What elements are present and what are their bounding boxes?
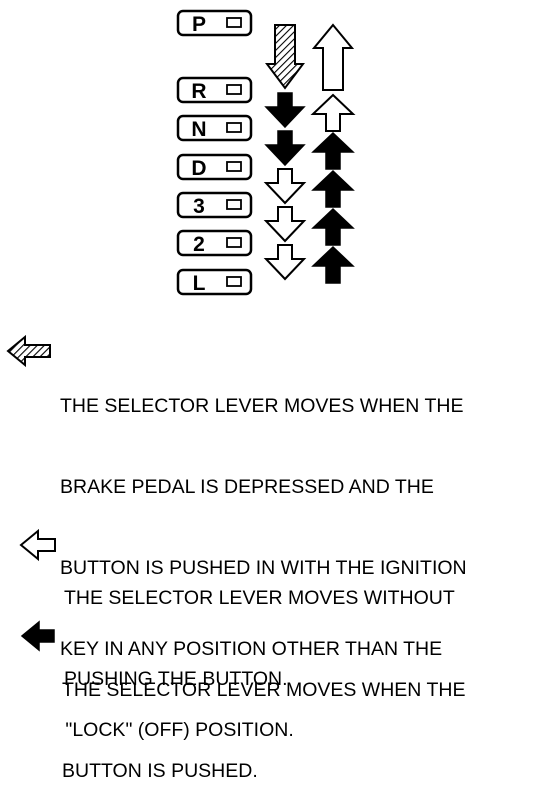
gear-d-box: D (176, 153, 253, 181)
outline-up-arrow-icon (311, 23, 355, 91)
solid-down-arrow-icon (264, 92, 306, 129)
legend-line: BUTTON IS PUSHED IN WITH THE IGNITION (60, 557, 467, 579)
shift-pattern-diagram: P R N D 3 2 L (6, 9, 356, 652)
outline-down-arrow-icon (263, 244, 307, 281)
gear-r-box: R (176, 76, 253, 104)
solid-down-arrow-icon (264, 130, 306, 167)
solid-up-arrow-icon (311, 245, 355, 284)
legend-line: PUSHING THE BUTTON. (64, 668, 288, 690)
legend-line: THE SELECTOR LEVER MOVES WITHOUT (64, 587, 455, 609)
legend-line: THE SELECTOR LEVER MOVES WHEN THE (60, 395, 464, 417)
gear-3-label: 3 (193, 195, 205, 218)
gear-2-label: 2 (193, 233, 205, 256)
legend-line: BRAKE PEDAL IS DEPRESSED AND THE (60, 476, 434, 498)
gear-3-box: 3 (176, 191, 253, 219)
outline-up-arrow-icon (310, 93, 356, 132)
gear-n-box: N (176, 114, 253, 142)
solid-arrow-icon (20, 620, 55, 652)
solid-up-arrow-icon (311, 169, 355, 208)
gear-l-label: L (193, 272, 206, 295)
hatched-arrow-icon (6, 334, 51, 368)
gear-l-box: L (176, 268, 253, 296)
gear-r-label: R (191, 80, 206, 103)
gear-p-label: P (192, 13, 206, 36)
outline-down-arrow-icon (263, 168, 307, 205)
legend-solid-text: THE SELECTOR LEVER MOVES WHEN THE BUTTON… (62, 623, 465, 812)
legend-line: BUTTON IS PUSHED. (62, 760, 258, 782)
gear-2-box: 2 (176, 229, 253, 257)
outline-down-arrow-icon (263, 206, 307, 243)
gear-n-label: N (191, 118, 206, 141)
legend-outline-text: THE SELECTOR LEVER MOVES WITHOUT PUSHING… (64, 531, 455, 720)
solid-up-arrow-icon (311, 131, 355, 170)
hatched-down-arrow-icon (265, 24, 305, 90)
gear-p-box: P (176, 9, 253, 37)
gear-d-label: D (191, 157, 206, 180)
outline-arrow-icon (19, 528, 56, 562)
legend-line: KEY IN ANY POSITION OTHER THAN THE (60, 638, 443, 660)
legend-line: THE SELECTOR LEVER MOVES WHEN THE (62, 679, 466, 701)
solid-up-arrow-icon (311, 207, 355, 246)
